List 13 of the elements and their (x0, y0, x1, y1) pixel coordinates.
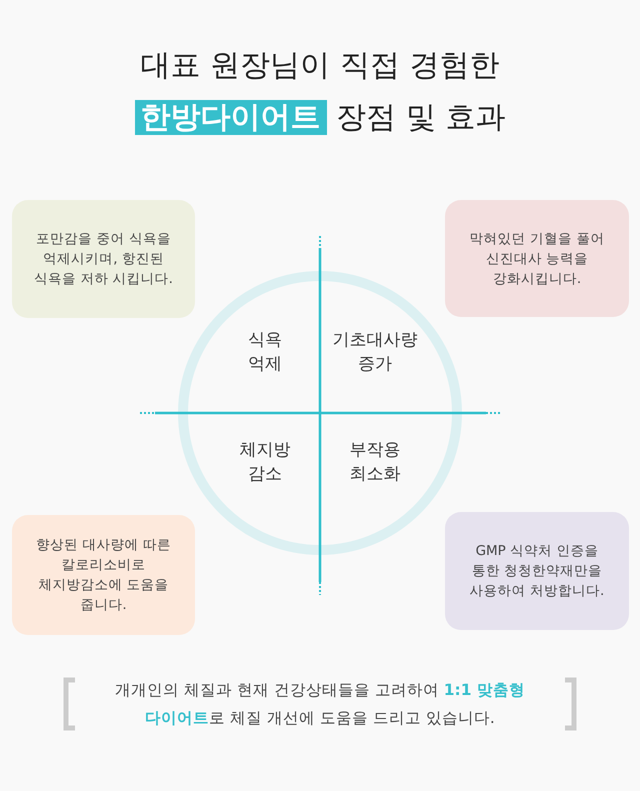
summary-text: 개개인의 체질과 현재 건강상태들을 고려하여 1:1 맞춤형 다이어트로 체질 개선에 도움을 드리고 있습니다. (114, 680, 526, 729)
card-text: GMP 식약처 인증을 통한 청청한약재만을 사용하여 처방합니다. (468, 542, 606, 601)
quadrant-label: 체지방 감소 (240, 439, 290, 486)
info-card (12, 200, 195, 318)
card-text: 포만감을 중어 식욕을 억제시키며, 항진된 식욕을 저하 시킵니다. (33, 230, 174, 289)
quadrant-label: 기초대사량 증가 (332, 329, 418, 376)
card-text: 향상된 대사량에 따른 칼로리소비로 체지방감소에 도움을 줍니다. (35, 536, 172, 615)
quadrant-label: 식욕 억제 (248, 329, 282, 376)
info-card (445, 200, 629, 317)
title: 대표 원장님이 직접 경험한 한방다이어트 장점 및 효과 (60, 40, 580, 144)
info-card (12, 515, 195, 635)
card-text: 막혀있던 기혈을 풀어 신진대사 능력을 강화시킵니다. (468, 230, 606, 288)
quadrant-label: 부작용 최소화 (350, 439, 400, 486)
